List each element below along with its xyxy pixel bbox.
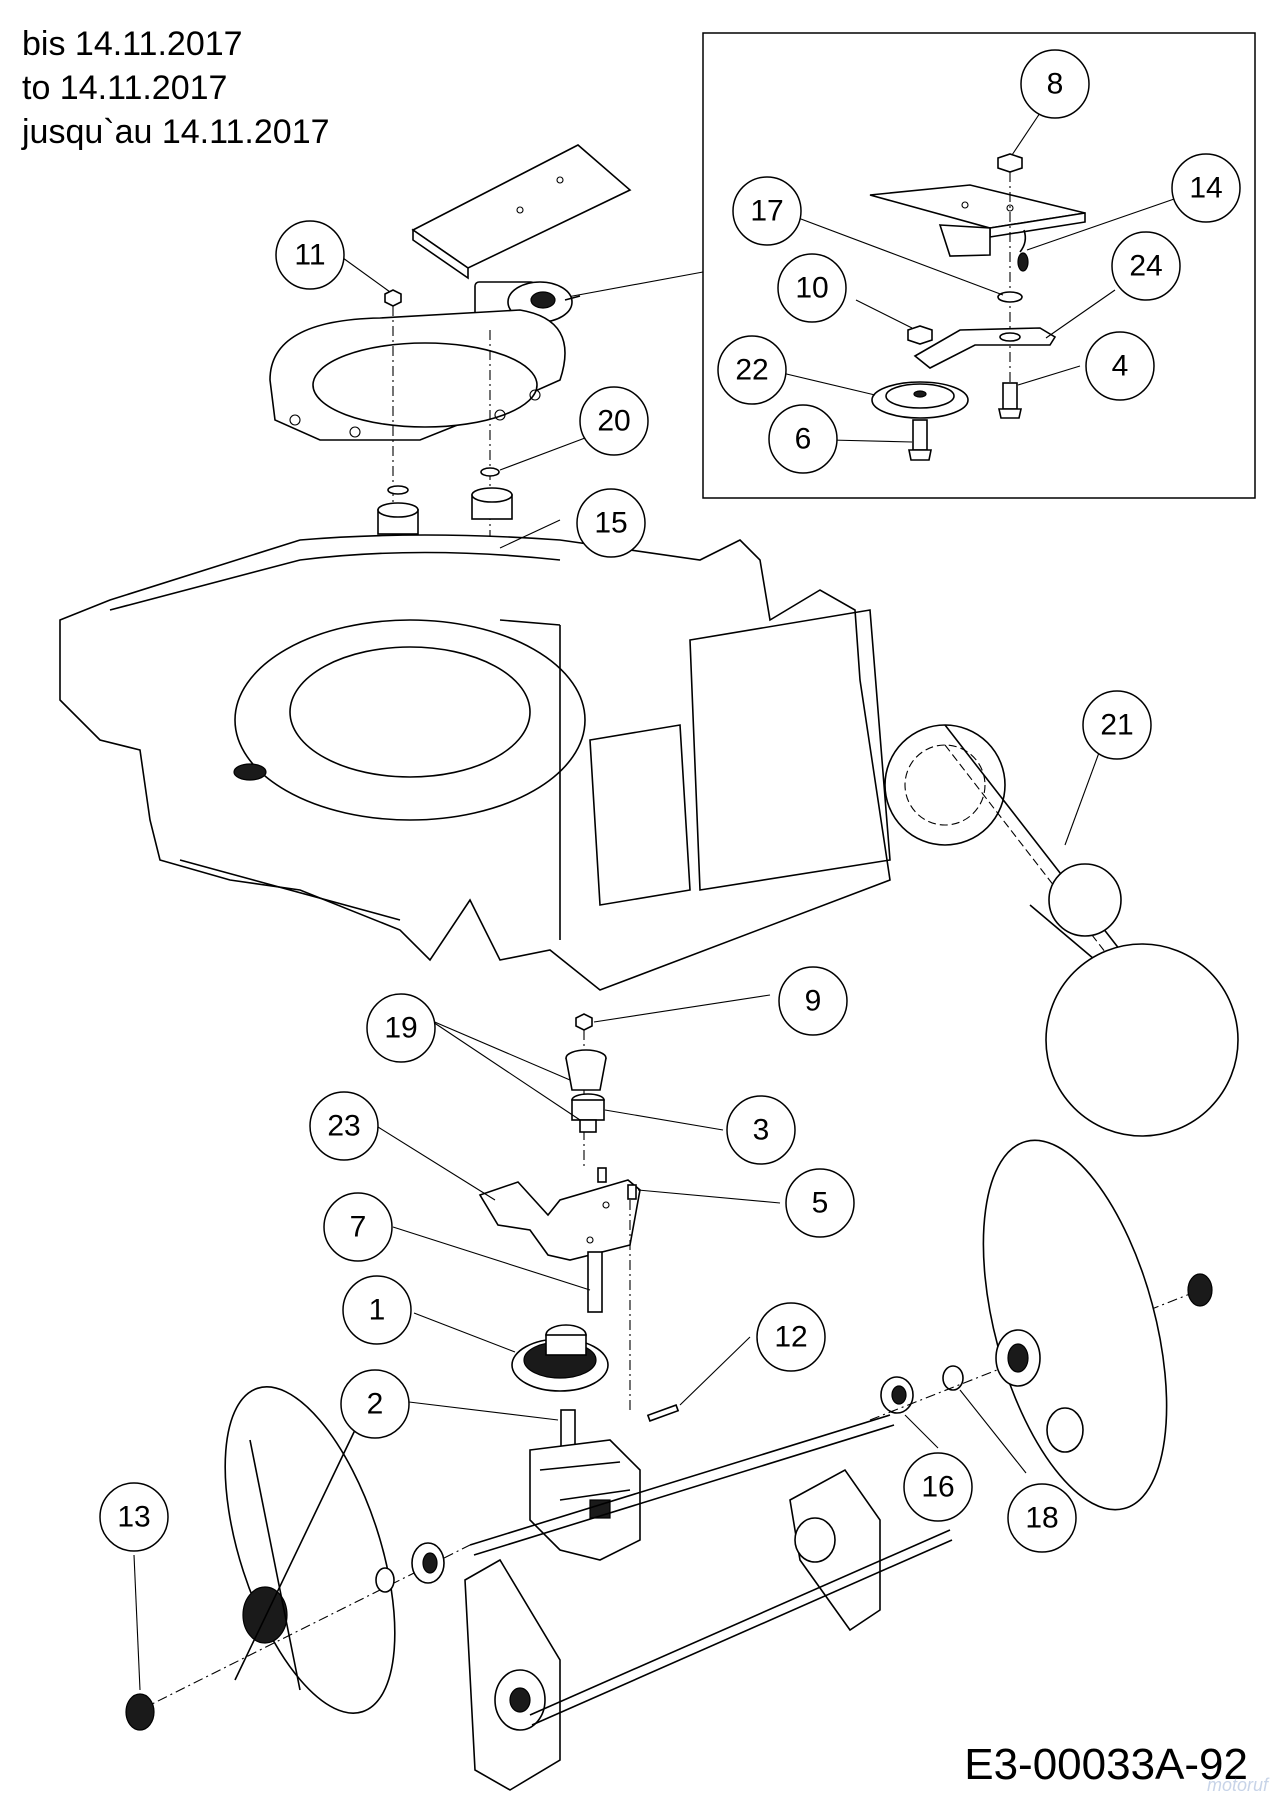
callout-5: 5 (785, 1168, 855, 1238)
validity-date-de: bis 14.11.2017 (22, 25, 243, 63)
height-adjuster-right (789, 1468, 881, 1632)
callout-13: 13 (99, 1482, 169, 1552)
svg-text:22: 22 (735, 354, 768, 387)
svg-text:23: 23 (327, 1110, 360, 1143)
drive-pinion-13 (125, 1693, 155, 1731)
svg-text:18: 18 (1025, 1502, 1058, 1535)
svg-text:15: 15 (594, 507, 627, 540)
svg-text:8: 8 (1047, 68, 1064, 101)
callout-21: 21 (1082, 690, 1152, 760)
inset-bracket (869, 184, 1086, 257)
svg-text:2: 2 (367, 1388, 384, 1421)
validity-date-fr: jusqu`au 14.11.2017 (22, 113, 330, 151)
callout-16: 16 (903, 1452, 973, 1522)
inset-spring-14 (1017, 229, 1029, 272)
callout-1: 1 (342, 1275, 412, 1345)
callout-14: 14 (1171, 153, 1241, 223)
callout-22: 22 (717, 335, 787, 405)
callout-10: 10 (777, 253, 847, 323)
washer-left (375, 1567, 395, 1593)
axle-shaft (469, 1414, 895, 1556)
callout-7: 7 (323, 1192, 393, 1262)
svg-text:17: 17 (750, 195, 783, 228)
bushing-19-upper (565, 1049, 607, 1091)
svg-text:21: 21 (1100, 709, 1133, 742)
svg-text:7: 7 (350, 1211, 367, 1244)
svg-text:6: 6 (795, 423, 812, 456)
pulley-1 (511, 1324, 609, 1392)
nut-11 (384, 289, 402, 307)
key-12 (646, 1404, 680, 1422)
spacer-7 (587, 1251, 603, 1313)
callout-17: 17 (732, 176, 802, 246)
callout-9: 9 (778, 966, 848, 1036)
inset-bolt-4 (998, 382, 1022, 419)
svg-text:10: 10 (795, 272, 828, 305)
svg-text:13: 13 (117, 1501, 150, 1534)
cover-bracket-plate (411, 144, 632, 280)
callout-19: 19 (366, 993, 436, 1063)
callout-23: 23 (309, 1091, 379, 1161)
callout-11: 11 (275, 220, 345, 290)
inset-bolt-6 (908, 419, 932, 461)
inset-washer-17 (997, 291, 1023, 303)
drive-belt (884, 724, 1239, 1137)
bushing-3-lower (571, 1093, 605, 1133)
svg-text:20: 20 (597, 405, 630, 438)
svg-text:9: 9 (805, 985, 822, 1018)
validity-date-en: to 14.11.2017 (22, 69, 228, 107)
callout-6: 6 (768, 404, 838, 474)
svg-text:4: 4 (1112, 350, 1129, 383)
bearing-left (411, 1542, 445, 1584)
bracket-23 (478, 1179, 641, 1261)
rear-wheel-left (224, 1386, 396, 1714)
washer-18 (942, 1365, 964, 1391)
inset-nut-8 (997, 153, 1023, 173)
rear-axle (529, 1529, 953, 1726)
callout-12: 12 (756, 1302, 826, 1372)
svg-text:19: 19 (384, 1012, 417, 1045)
callout-8: 8 (1020, 49, 1090, 119)
screws-5 (597, 1167, 637, 1200)
inset-pulley-22 (871, 381, 969, 419)
drawing-code: E3-00033A-92 (964, 1740, 1248, 1789)
callout-20: 20 (579, 386, 649, 456)
callout-3: 3 (726, 1095, 796, 1165)
callout-24: 24 (1111, 231, 1181, 301)
bearing-16 (880, 1376, 914, 1414)
drive-pinion-right (1187, 1273, 1213, 1307)
callout-2: 2 (340, 1369, 410, 1439)
svg-text:24: 24 (1129, 250, 1162, 283)
svg-text:14: 14 (1189, 172, 1222, 205)
inset-nut-10 (907, 325, 933, 345)
svg-text:12: 12 (774, 1321, 807, 1354)
inset-arm-24 (913, 327, 1057, 369)
mower-deck-housing (59, 534, 891, 991)
nut-9 (575, 1013, 593, 1031)
watermark-logo: motoruf (1206, 1775, 1268, 1795)
svg-text:1: 1 (369, 1294, 386, 1327)
svg-text:11: 11 (294, 239, 325, 272)
callout-4: 4 (1085, 331, 1155, 401)
mounting-ring (269, 309, 566, 441)
gearbox-2 (529, 1409, 641, 1561)
svg-text:16: 16 (921, 1471, 954, 1504)
callout-18: 18 (1007, 1483, 1077, 1553)
leader-lines (133, 112, 1178, 1691)
detail-inset-frame (702, 32, 1256, 499)
svg-text:3: 3 (753, 1114, 770, 1147)
height-adjuster-left (464, 1558, 561, 1791)
callout-15: 15 (576, 488, 646, 558)
svg-text:5: 5 (812, 1187, 829, 1220)
rear-wheel-right (982, 1139, 1168, 1511)
